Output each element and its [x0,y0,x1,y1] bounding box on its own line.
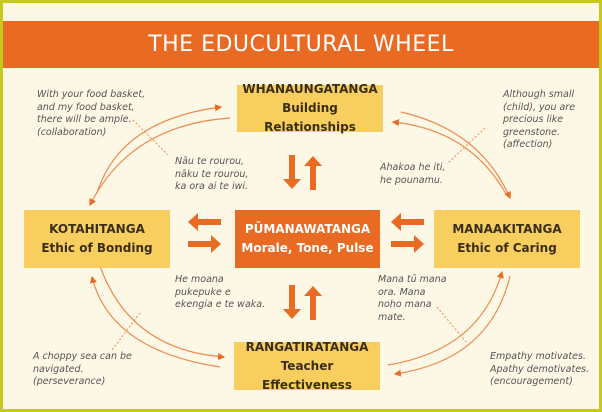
arrow-left-right [391,213,424,231]
note-affection: Although small (child), you are precious… [503,89,576,150]
arrow-down-bottom [283,285,301,319]
curve-arrow-right-to-bottom [393,275,511,377]
arrow-left-left [188,213,221,231]
box-subtitle: Building Relationships [264,101,356,134]
curve-arrow-top-to-left [89,117,231,207]
box-title: KOTAHITANGA [49,222,145,236]
arrow-right-right [391,235,424,253]
box-subtitle: Ethic of Bonding [41,241,153,255]
flow-arrows [188,155,424,320]
arrow-up-top [304,156,322,190]
diagram-title: THE EDUCULTURAL WHEEL [148,32,454,57]
curve-arrow-right-to-top [391,119,507,195]
box-title: WHANAUNGATANGA [242,82,378,96]
note-collaboration: With your food basket, and my food baske… [37,89,146,138]
arrow-down-top [283,155,301,189]
curve-arrow-bottom-to-left [89,275,221,368]
note-ahakoa: Ahakoa he iti, he pounamu. [380,162,446,186]
box-title: PŪMANAWATANGA [244,222,371,236]
curve-arrow-left-to-top [96,104,223,194]
box-manaakitanga: MANAAKITANGA Ethic of Caring [434,210,580,268]
curve-arrow-top-to-right [400,111,511,200]
box-pumanawatanga: PŪMANAWATANGA Morale, Tone, Pulse [235,210,380,268]
box-kotahitanga: KOTAHITANGA Ethic of Bonding [24,210,170,268]
box-subtitle: Morale, Tone, Pulse [241,241,374,255]
arrow-right-left [188,235,221,253]
box-title: MANAAKITANGA [452,222,562,236]
note-encouragement: Empathy motivates. Apathy demotivates. (… [490,351,590,387]
curve-arrow-bottom-to-right [387,270,504,366]
box-title: RANGATIRATANGA [245,339,369,354]
note-perseverance: A choppy sea can be navigated. (persever… [33,351,132,387]
note-nau-te-rourou: Nāu te rourou, nāku te rourou, ka ora ai… [175,156,249,192]
note-he-moana: He moana pukepuke e ekengia e te waka. [175,274,266,310]
note-mana-tu: Mana tū mana ora. Mana noho mana mate. [378,274,447,323]
title-banner: THE EDUCULTURAL WHEEL [3,21,599,68]
box-rangatiratanga: RANGATIRATANGA Teacher Effectiveness [234,340,380,392]
box-whanaungatanga: WHANAUNGATANGA Building Relationships [237,82,383,134]
box-subtitle: Ethic of Caring [457,241,557,255]
arrow-up-bottom [304,286,322,320]
curve-arrow-left-to-bottom [99,265,226,361]
box-subtitle: Teacher Effectiveness [262,358,352,392]
